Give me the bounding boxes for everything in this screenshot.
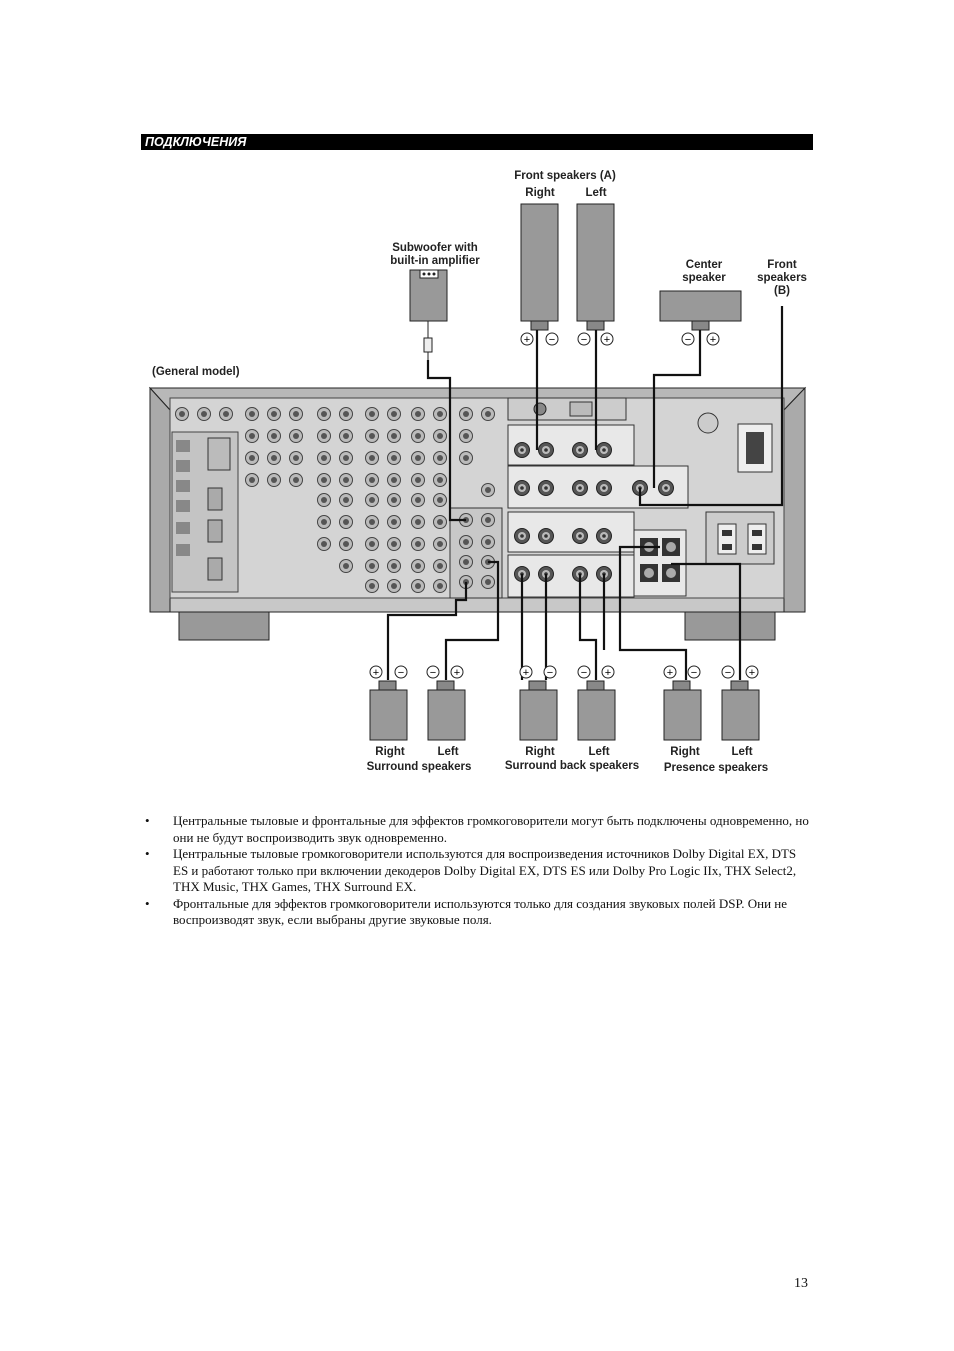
- surround-back-speaker-right: [519, 680, 558, 741]
- front-speaker-right: [520, 203, 559, 331]
- surround-back-speaker-left: [577, 680, 616, 741]
- svg-text:−: −: [547, 667, 553, 679]
- svg-text:−: −: [430, 667, 436, 679]
- svg-text:+: +: [605, 667, 611, 679]
- svg-text:−: −: [549, 334, 555, 346]
- front-b-label-line3: (B): [774, 285, 790, 297]
- svg-text:+: +: [454, 667, 460, 679]
- speaker-wires: [386, 306, 784, 680]
- note-text: Фронтальные для эффектов громкоговорител…: [173, 895, 788, 928]
- svg-text:−: −: [691, 667, 697, 679]
- surround-back-speakers-label: Surround back speakers: [505, 760, 639, 772]
- svg-text:+: +: [373, 667, 379, 679]
- presence-speaker-right: [663, 680, 702, 741]
- note-text: Центральные тыловые громкоговорители исп…: [173, 846, 797, 894]
- front-b-label-line1: Front: [767, 259, 797, 271]
- surround-speaker-left: [427, 680, 466, 741]
- presence-right-label: Right: [670, 746, 700, 758]
- section-title: ПОДКЛЮЧЕНИЯ: [145, 135, 247, 149]
- note-item: • Центральные тыловые и фронтальные для э…: [143, 813, 813, 846]
- polarity-symbols-bottom: + − − + + − − + + − − +: [369, 665, 759, 679]
- svg-text:+: +: [749, 667, 755, 679]
- svg-text:+: +: [523, 667, 529, 679]
- section-header-bar: ПОДКЛЮЧЕНИЯ: [141, 134, 813, 150]
- svg-text:+: +: [667, 667, 673, 679]
- model-label: (General model): [152, 366, 240, 378]
- speaker-connection-diagram: Front speakers (A) Right Left Subwoofer …: [148, 170, 807, 774]
- bullet-icon: •: [145, 895, 150, 911]
- surround-speaker-right: [369, 680, 408, 741]
- svg-text:+: +: [604, 334, 610, 346]
- front-speaker-left: [576, 203, 615, 331]
- front-a-right-label: Right: [525, 187, 555, 199]
- front-a-label: Front speakers (A): [514, 170, 616, 182]
- presence-speaker-left: [721, 680, 760, 741]
- presence-left-label: Left: [731, 746, 752, 758]
- front-b-label-line2: speakers: [757, 272, 807, 284]
- svg-text:−: −: [581, 334, 587, 346]
- subwoofer-label-line1: Subwoofer with: [392, 242, 478, 254]
- subwoofer-label-line2: built-in amplifier: [390, 255, 480, 267]
- center-label-line2: speaker: [682, 272, 726, 284]
- surround-speakers-label: Surround speakers: [367, 761, 472, 773]
- svg-text:−: −: [398, 667, 404, 679]
- note-item: • Центральные тыловые громкоговорители ис…: [143, 846, 813, 896]
- bullet-icon: •: [145, 846, 150, 861]
- presence-speakers-label: Presence speakers: [664, 762, 768, 774]
- svg-text:−: −: [725, 667, 731, 679]
- surround-back-right-label: Right: [525, 746, 555, 758]
- surround-right-label: Right: [375, 746, 405, 758]
- note-text: Центральные тыловые и фронтальные для эф…: [173, 813, 809, 845]
- front-a-left-label: Left: [585, 187, 606, 199]
- svg-text:−: −: [581, 667, 587, 679]
- svg-text:+: +: [710, 334, 716, 346]
- notes-list: • Центральные тыловые и фронтальные для э…: [143, 813, 813, 929]
- subwoofer: [409, 269, 448, 360]
- page-number: 13: [794, 1276, 808, 1291]
- center-speaker: [659, 290, 742, 331]
- polarity-symbols-top: + − − + − +: [520, 332, 720, 346]
- surround-left-label: Left: [437, 746, 458, 758]
- svg-text:+: +: [524, 334, 530, 346]
- receiver-rear-panel: [148, 386, 807, 641]
- bullet-icon: •: [145, 813, 150, 828]
- surround-back-left-label: Left: [588, 746, 609, 758]
- center-label-line1: Center: [686, 259, 723, 271]
- note-item: • Фронтальные для эффектов громкоговорите…: [143, 896, 813, 929]
- svg-text:−: −: [685, 334, 691, 346]
